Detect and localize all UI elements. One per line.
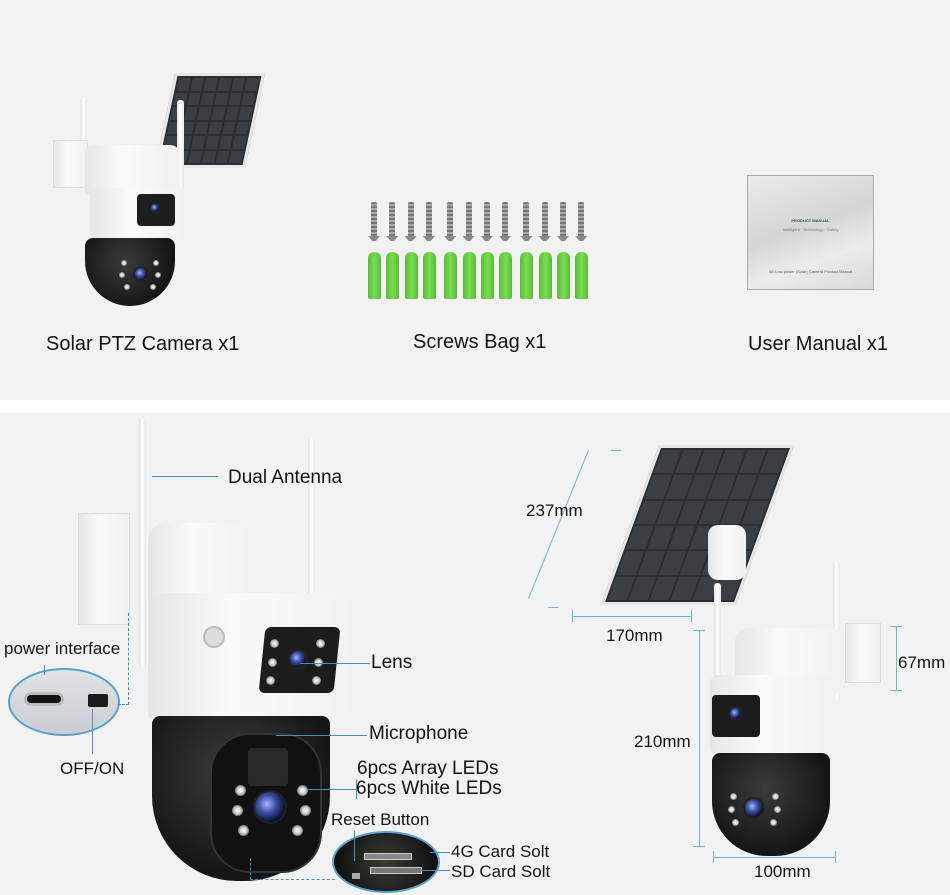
antenna-right-icon: [308, 438, 315, 638]
manual-footer: 4G Low-power (Solar) Camera Product Manu…: [768, 269, 853, 274]
wall-anchor-icon: [520, 252, 534, 299]
wall-anchor-icon: [462, 252, 476, 299]
lens-icon: [288, 649, 308, 669]
wall-anchor-icon: [404, 252, 418, 299]
solar-bracket: [708, 525, 746, 580]
screw-head-icon: [557, 236, 569, 241]
screw-icon: [389, 202, 396, 238]
callout-white-leds: 6pcs White LEDs: [356, 778, 502, 799]
screw-head-icon: [368, 236, 380, 241]
manual-subtitle: Intelligent · Technology · Safety: [782, 227, 839, 232]
screw-head-icon: [386, 236, 399, 241]
callout-sd-card-slot: SD Card Solt: [451, 862, 551, 881]
package-contents-panel: Solar PTZ Camera x1 Screws Bag x1 PRODUC…: [0, 0, 950, 400]
led-icon: [235, 785, 246, 796]
item-label-screws: Screws Bag x1: [413, 331, 547, 353]
screw-head-icon: [404, 236, 417, 241]
dimension-line-camera-width: [713, 857, 836, 858]
screw-head-icon: [462, 236, 475, 241]
antenna-left-icon: [139, 418, 146, 668]
screw-head-icon: [444, 236, 457, 241]
screw-icon: [502, 202, 509, 238]
wall-anchor-icon: [368, 252, 381, 299]
power-interface-bubble: [8, 668, 120, 736]
wall-anchor-icon: [386, 252, 400, 299]
wall-anchor-icon: [499, 252, 513, 299]
wall-anchor-icon: [422, 252, 436, 299]
screw-head-icon: [520, 236, 533, 241]
wall-anchor-icon: [538, 252, 552, 299]
callout-off-on: OFF/ON: [60, 759, 125, 778]
wall-anchor-icon: [444, 252, 458, 299]
callout-array-leds: 6pcs Array LEDs: [357, 758, 499, 779]
screws-bag-image: [368, 200, 608, 300]
screw-head-icon: [538, 236, 551, 241]
callout-power-interface: power interface: [4, 639, 121, 658]
section-divider: [0, 400, 950, 413]
screw-head-icon: [422, 236, 435, 241]
dim-camera-height: 210mm: [634, 732, 691, 751]
sd-slot-icon: [370, 867, 422, 874]
dimensions-diagram: 237mm 170mm 210mm 67mm 100mm: [510, 413, 950, 895]
wall-anchor-icon: [575, 252, 589, 299]
dim-bracket-height: 67mm: [898, 653, 946, 672]
screw-icon: [465, 202, 472, 238]
dim-panel-height: 237mm: [526, 501, 583, 520]
ptz-lens-icon: [253, 790, 287, 824]
screw-icon: [541, 202, 548, 238]
card-slot-bubble: [332, 831, 440, 893]
callout-reset-button: Reset Button: [331, 810, 430, 829]
solar-camera-image: [45, 70, 266, 310]
solar-panel-icon: [600, 445, 795, 605]
screw-head-icon: [575, 236, 588, 241]
callout-4g-card-slot: 4G Card Solt: [451, 842, 550, 861]
microphone-grille-icon: [203, 626, 225, 648]
features-dimensions-panel: Dual Antenna power interface Lens OFF/ON…: [0, 413, 950, 895]
screw-icon: [425, 202, 432, 238]
power-switch-icon: [88, 694, 108, 707]
screw-icon: [578, 202, 585, 238]
dimension-line-panel-width: [572, 616, 692, 617]
manual-title: PRODUCT MANUAL: [791, 218, 830, 223]
dim-camera-width: 100mm: [754, 862, 811, 881]
user-manual-image: PRODUCT MANUAL Intelligent · Technology …: [747, 175, 874, 290]
wall-anchor-icon: [480, 252, 494, 299]
wall-anchor-icon: [557, 252, 570, 299]
screw-icon: [447, 202, 454, 238]
callout-dual-antenna: Dual Antenna: [228, 467, 343, 488]
reset-button-icon: [352, 873, 360, 879]
dimension-line-camera-height: [699, 630, 700, 847]
callout-microphone: Microphone: [369, 723, 469, 744]
dimension-line-bracket-height: [896, 626, 897, 690]
screw-icon: [483, 202, 490, 238]
usb-c-port-icon: [24, 692, 64, 706]
screw-icon: [560, 202, 566, 238]
dimension-line-panel-height: [528, 450, 589, 599]
screw-head-icon: [480, 236, 493, 241]
screw-icon: [371, 202, 377, 238]
item-label-manual: User Manual x1: [748, 333, 889, 355]
screw-icon: [407, 202, 414, 238]
screw-icon: [523, 202, 530, 238]
item-label-camera: Solar PTZ Camera x1: [46, 333, 240, 355]
screw-head-icon: [499, 236, 512, 241]
callout-lens: Lens: [371, 652, 413, 673]
camera-feature-diagram: Dual Antenna power interface Lens OFF/ON…: [0, 413, 560, 895]
dim-panel-width: 170mm: [606, 626, 663, 645]
sim-slot-icon: [364, 853, 412, 860]
